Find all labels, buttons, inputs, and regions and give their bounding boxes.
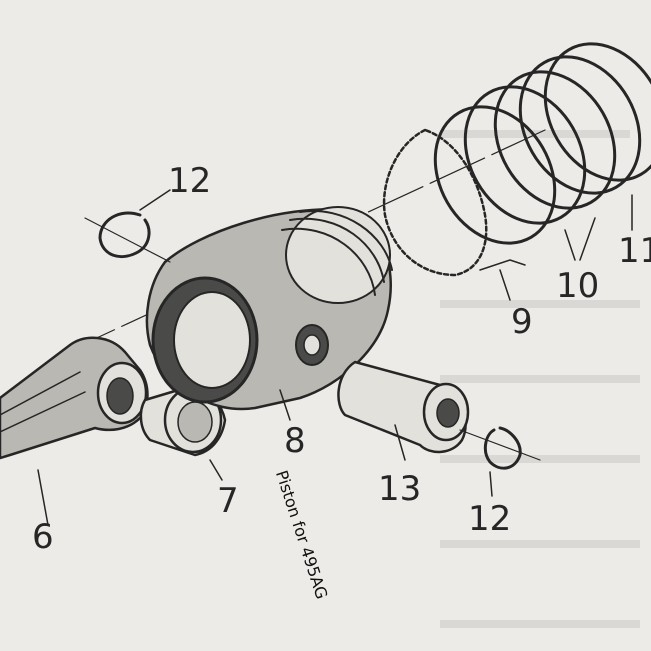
callout-10: 10 bbox=[556, 266, 599, 306]
callout-9: 9 bbox=[511, 302, 533, 342]
top-compression-ring bbox=[543, 42, 651, 231]
callout-8: 8 bbox=[284, 421, 306, 461]
oil-ring-expander bbox=[382, 128, 526, 301]
callout-7: 7 bbox=[217, 481, 239, 521]
piston-rings bbox=[433, 55, 642, 261]
callout-6: 6 bbox=[32, 517, 54, 557]
piston-pin-circlip-top bbox=[84, 189, 171, 263]
piston-pin bbox=[337, 360, 541, 461]
callout-13: 13 bbox=[378, 469, 421, 509]
piston-pin-circlip-bottom bbox=[483, 426, 522, 497]
background-ghost-marks bbox=[440, 130, 640, 628]
piston bbox=[145, 206, 393, 421]
callout-11: 11 bbox=[618, 231, 651, 271]
assembly-axis-line bbox=[59, 129, 546, 356]
callout-12-bottom: 12 bbox=[468, 499, 511, 539]
connecting-rod bbox=[0, 336, 149, 526]
callout-12-top: 12 bbox=[168, 161, 211, 201]
